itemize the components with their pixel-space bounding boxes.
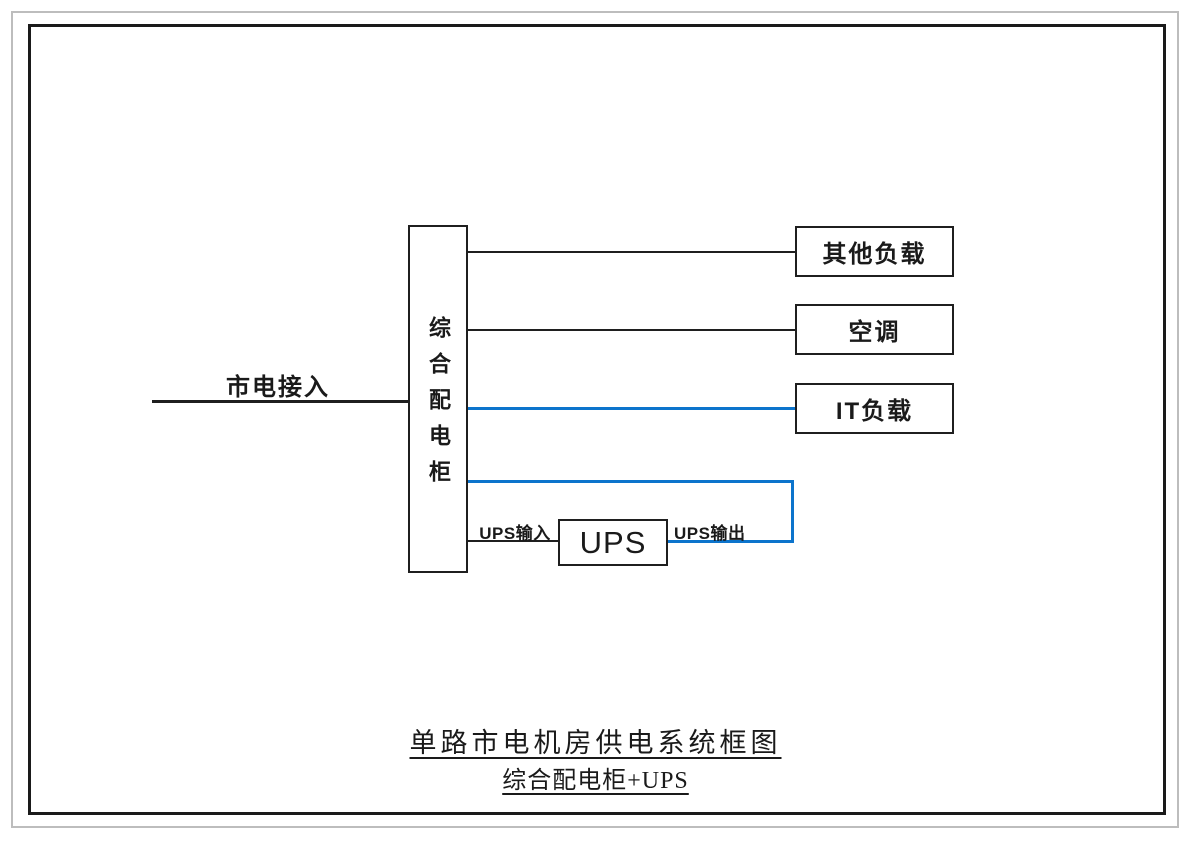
- ups-output-label: UPS输出: [674, 524, 746, 543]
- connector-aircon-line: [468, 329, 795, 331]
- aircon-box: 空调: [795, 304, 954, 355]
- connector-other-loads-line: [468, 251, 795, 253]
- other-loads-label: 其他负载: [822, 241, 927, 268]
- other-loads-box: 其他负载: [795, 226, 954, 277]
- inner-border-frame: [28, 24, 1166, 815]
- ups-loop-top-line: [468, 480, 794, 483]
- ups-box: UPS: [558, 519, 668, 566]
- it-load-box: IT负载: [795, 383, 954, 434]
- ups-input-label: UPS输入: [479, 524, 551, 543]
- ups-loop-vertical-line: [791, 480, 794, 543]
- ups-output-line: [668, 540, 794, 543]
- distribution-cabinet-label: 综合配电柜: [426, 316, 451, 496]
- mains-input-label: 市电接入: [226, 374, 330, 401]
- ups-label: UPS: [579, 524, 647, 560]
- distribution-cabinet-box: 综合配电柜: [408, 225, 468, 573]
- it-load-label: IT负载: [835, 398, 914, 425]
- connector-it-load-line: [468, 407, 795, 410]
- ups-input-line: [468, 540, 558, 542]
- aircon-label: 空调: [848, 319, 901, 346]
- mains-input-line: [152, 400, 408, 403]
- diagram-subtitle: 综合配电柜+UPS: [502, 768, 689, 794]
- diagram-title: 单路市电机房供电系统框图: [409, 728, 782, 758]
